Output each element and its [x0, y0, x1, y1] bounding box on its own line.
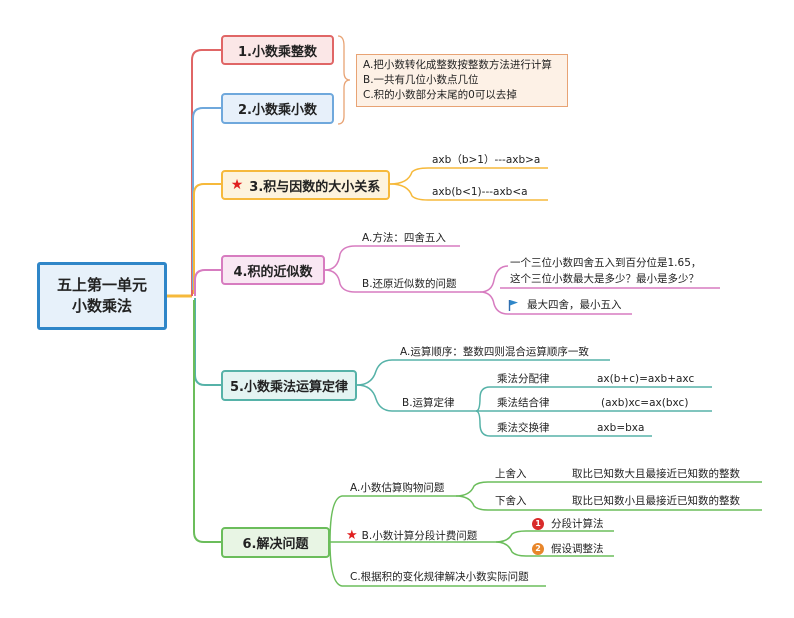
b4-question-line1: 一个三位小数四舍五入到百分位是1.65， [510, 257, 702, 269]
branch-2-label: 2.小数乘小数 [238, 103, 317, 118]
root-title-line2: 小数乘法 [71, 297, 132, 315]
b3-child-2[interactable]: axb(b<1)---axb<a [432, 186, 528, 198]
flag-icon [508, 300, 518, 311]
b6-child-c[interactable]: C.根据积的变化规律解决小数实际问题 [350, 571, 529, 583]
number-1-icon: 1 [532, 518, 544, 530]
b6-b-item-1[interactable]: 1 分段计算法 [532, 517, 604, 531]
b4-question-line2: 这个三位小数最大是多少？最小是多少？ [510, 273, 699, 285]
branch-4-label: 4.积的近似数 [233, 264, 313, 280]
b4-answer-text: 最大四舍，最小五入 [527, 299, 622, 311]
note-item-c: C.积的小数部分末尾的0可以去掉 [363, 89, 517, 101]
star-icon: ★ [230, 177, 244, 193]
b5-law-3-name[interactable]: 乘法交换律 [497, 422, 550, 434]
b4-answer[interactable]: 最大四舍，最小五入 [508, 298, 622, 312]
root-node[interactable]: 五上第一单元 小数乘法 [37, 262, 167, 330]
b6-child-a[interactable]: A.小数估算购物问题 [350, 482, 445, 494]
branch-4-node[interactable]: 4.积的近似数 [221, 255, 325, 285]
branch-6-node[interactable]: 6.解决问题 [221, 527, 330, 558]
number-2-icon: 2 [532, 543, 544, 555]
b4-child-a[interactable]: A.方法：四舍五入 [362, 232, 446, 244]
b6-a-item-1-desc: 取比已知数大且最接近已知数的整数 [572, 468, 740, 480]
b6-a-item-2-name[interactable]: 下舍入 [495, 495, 527, 507]
b6-child-b-text: B.小数计算分段计费问题 [361, 530, 478, 542]
note-item-a: A.把小数转化成整数按整数方法进行计算 [363, 59, 552, 71]
b6-b-item-2-label: 假设调整法 [551, 543, 604, 555]
branch-3-node[interactable]: ★ 3.积与因数的大小关系 [221, 170, 390, 200]
star-icon: ★ [346, 528, 358, 543]
branch-5-label: 5.小数乘法运算定律 [230, 380, 348, 395]
branch-5-node[interactable]: 5.小数乘法运算定律 [221, 370, 357, 401]
b5-law-2-formula: (axb)xc=ax(bxc) [601, 397, 689, 409]
b5-law-3-formula: axb=bxa [597, 422, 645, 434]
b4-child-b[interactable]: B.还原近似数的问题 [362, 278, 457, 290]
root-title-line1: 五上第一单元 [56, 276, 147, 294]
branch-3-label: 3.积与因数的大小关系 [249, 179, 381, 195]
branch-1-label: 1.小数乘整数 [238, 44, 317, 60]
notes-box: A.把小数转化成整数按整数方法进行计算 B.一共有几位小数点几位 C.积的小数部… [356, 54, 568, 107]
note-item-b: B.一共有几位小数点几位 [363, 74, 479, 86]
b5-law-1-name[interactable]: 乘法分配律 [497, 373, 550, 385]
b5-law-2-name[interactable]: 乘法结合律 [497, 397, 550, 409]
b5-child-a[interactable]: A.运算顺序：整数四则混合运算顺序一致 [400, 346, 589, 358]
b6-child-b[interactable]: ★B.小数计算分段计费问题 [346, 529, 477, 543]
branch-1-node[interactable]: 1.小数乘整数 [221, 35, 334, 65]
b6-b-item-1-label: 分段计算法 [551, 518, 604, 530]
b6-a-item-2-desc: 取比已知数小且最接近已知数的整数 [572, 495, 740, 507]
b6-a-item-1-name[interactable]: 上舍入 [495, 468, 527, 480]
b6-b-item-2[interactable]: 2 假设调整法 [532, 542, 604, 556]
b3-child-1[interactable]: axb（b>1）---axb>a [432, 154, 541, 166]
b5-child-b[interactable]: B.运算定律 [402, 397, 455, 409]
b5-law-1-formula: ax(b+c)=axb+axc [597, 373, 695, 385]
branch-2-node[interactable]: 2.小数乘小数 [221, 93, 334, 124]
branch-6-label: 6.解决问题 [242, 537, 309, 552]
